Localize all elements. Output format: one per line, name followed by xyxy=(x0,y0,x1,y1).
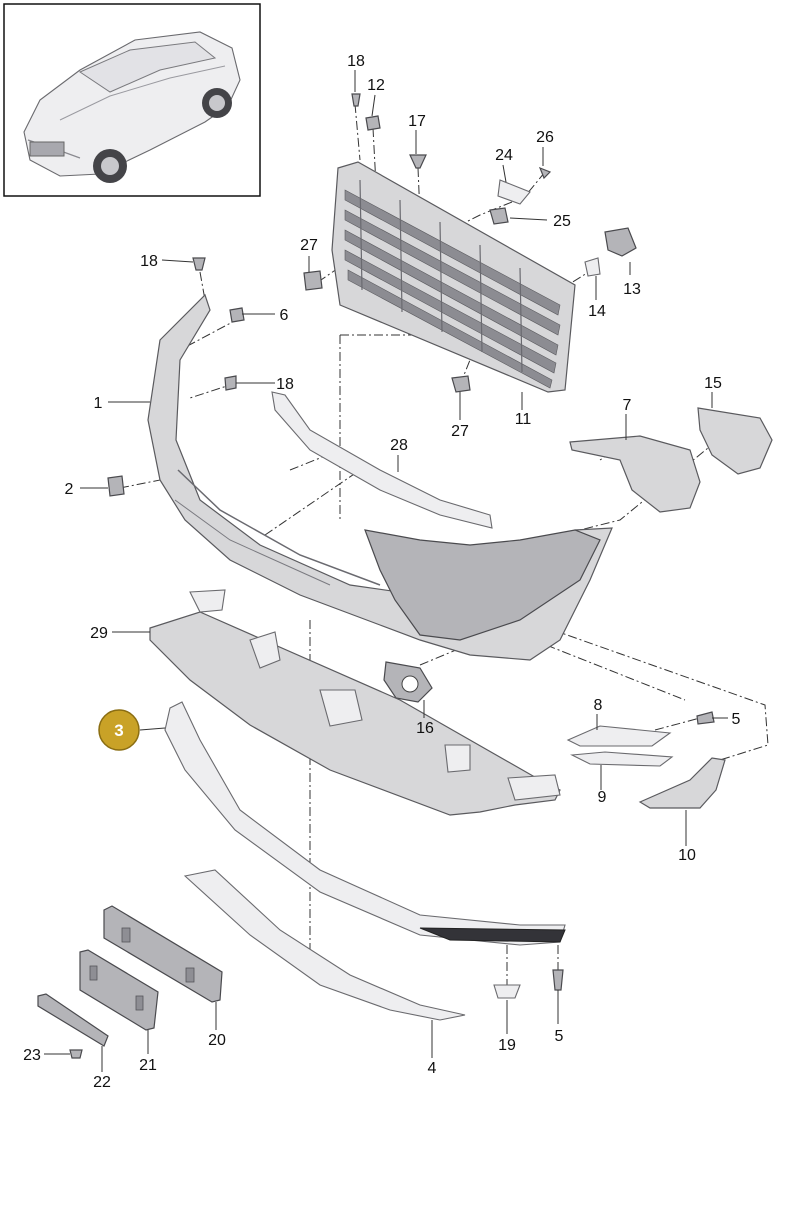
part-plate-holder-21 xyxy=(79,949,159,1031)
part-grille-strip xyxy=(271,391,493,529)
callout-7[interactable]: 7 xyxy=(623,397,632,414)
callout-25[interactable]: 25 xyxy=(553,213,571,230)
part-plate-strip-22 xyxy=(37,993,109,1047)
highlight-badge-number: 3 xyxy=(114,721,123,740)
callout-13[interactable]: 13 xyxy=(623,281,641,298)
callout-2[interactable]: 2 xyxy=(65,481,74,498)
fasteners-top xyxy=(107,93,637,497)
callout-16[interactable]: 16 xyxy=(416,720,434,737)
callout-19[interactable]: 19 xyxy=(498,1037,516,1054)
part-deflector-10 xyxy=(638,757,726,809)
part-carrier xyxy=(149,589,561,816)
callout-labels: 18 12 17 24 26 25 27 18 13 14 6 1 18 15 … xyxy=(23,53,740,1091)
part-cover-8 xyxy=(566,725,672,747)
callout-4[interactable]: 4 xyxy=(428,1060,437,1077)
callout-23[interactable]: 23 xyxy=(23,1047,41,1064)
callout-29[interactable]: 29 xyxy=(90,625,108,642)
callout-10[interactable]: 10 xyxy=(678,847,696,864)
callout-26[interactable]: 26 xyxy=(536,129,554,146)
callout-8[interactable]: 8 xyxy=(594,697,603,714)
callout-1[interactable]: 1 xyxy=(94,395,103,412)
highlight-badge[interactable]: 3 xyxy=(98,709,140,751)
callout-9[interactable]: 9 xyxy=(598,789,607,806)
callout-18[interactable]: 18 xyxy=(347,53,365,70)
part-plate-holder-20 xyxy=(103,905,223,1003)
callout-27[interactable]: 27 xyxy=(451,423,469,440)
callout-21[interactable]: 21 xyxy=(139,1057,157,1074)
part-lower-trim xyxy=(183,869,466,1021)
callout-5[interactable]: 5 xyxy=(555,1028,564,1045)
callout-14[interactable]: 14 xyxy=(588,303,606,320)
part-air-inlet-7 xyxy=(569,435,701,513)
callout-6[interactable]: 6 xyxy=(280,307,289,324)
callout-5[interactable]: 5 xyxy=(732,711,741,728)
callout-18[interactable]: 18 xyxy=(140,253,158,270)
part-grille xyxy=(331,161,576,393)
callout-24[interactable]: 24 xyxy=(495,147,513,164)
vehicle-thumbnail xyxy=(3,3,261,197)
callout-22[interactable]: 22 xyxy=(93,1074,111,1091)
callout-28[interactable]: 28 xyxy=(390,437,408,454)
part-bumper-cover xyxy=(147,293,613,661)
callout-12[interactable]: 12 xyxy=(367,77,385,94)
leader-lines xyxy=(44,70,728,1072)
callout-11[interactable]: 11 xyxy=(515,411,532,428)
callout-17[interactable]: 17 xyxy=(408,113,426,130)
part-spoiler-lip xyxy=(164,701,566,946)
callout-27[interactable]: 27 xyxy=(300,237,318,254)
part-air-inlet-15 xyxy=(697,407,773,475)
callout-15[interactable]: 15 xyxy=(704,375,722,392)
part-cover-9 xyxy=(570,751,674,767)
part-bezel-16 xyxy=(383,661,433,703)
fasteners-bottom xyxy=(69,711,715,1059)
callout-18[interactable]: 18 xyxy=(276,376,294,393)
callout-20[interactable]: 20 xyxy=(208,1032,226,1049)
